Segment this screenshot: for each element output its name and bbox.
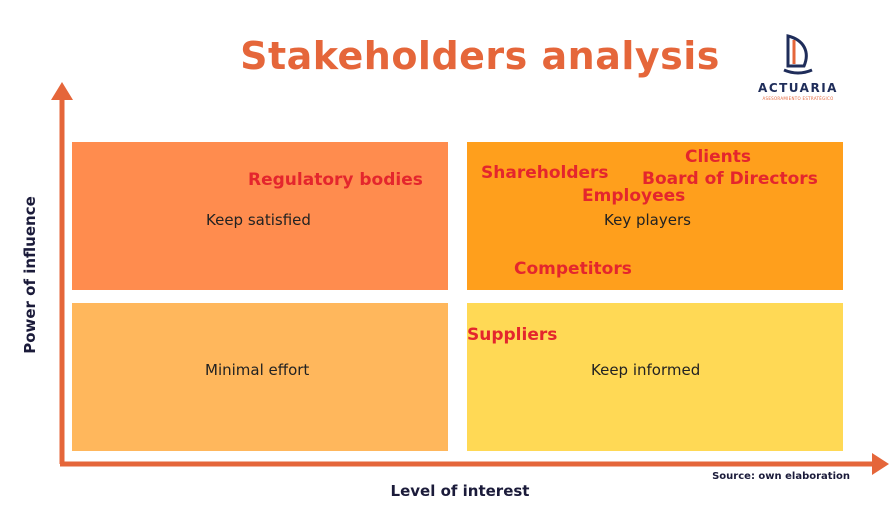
sailboat-icon <box>783 34 813 75</box>
stakeholder-suppliers: Suppliers <box>467 325 558 345</box>
stakeholder-employees: Employees <box>582 186 686 206</box>
quadrant-key-players: Key players Clients Shareholders Board o… <box>467 142 843 290</box>
stakeholder-competitors: Competitors <box>514 259 632 279</box>
stakeholder-board-of-directors: Board of Directors <box>642 169 818 189</box>
strategy-label: Key players <box>604 211 691 229</box>
logo-tagline: ASESORAMIENTO ESTRATÉGICO <box>762 96 834 101</box>
x-axis-arrowhead <box>872 453 889 475</box>
actuaria-logo: ACTUARIA ASESORAMIENTO ESTRATÉGICO <box>748 34 848 104</box>
quadrant-minimal-effort: Minimal effort <box>72 303 448 451</box>
y-axis-label: Power of influence <box>21 196 39 354</box>
y-axis-arrowhead <box>51 82 73 100</box>
page-title: Stakeholders analysis <box>240 34 720 78</box>
quadrant-keep-satisfied: Keep satisfied Regulatory bodies <box>72 142 448 290</box>
quadrant-keep-informed: Keep informed Suppliers <box>467 303 843 451</box>
logo-name: ACTUARIA <box>758 81 838 95</box>
strategy-label: Minimal effort <box>205 361 310 379</box>
strategy-label: Keep satisfied <box>206 211 311 229</box>
stakeholder-shareholders: Shareholders <box>481 163 609 183</box>
stakeholder-regulatory-bodies: Regulatory bodies <box>248 170 423 190</box>
source-note: Source: own elaboration <box>712 471 850 482</box>
stakeholder-clients: Clients <box>685 147 752 167</box>
strategy-label: Keep informed <box>591 361 701 379</box>
x-axis-label: Level of interest <box>390 482 530 500</box>
